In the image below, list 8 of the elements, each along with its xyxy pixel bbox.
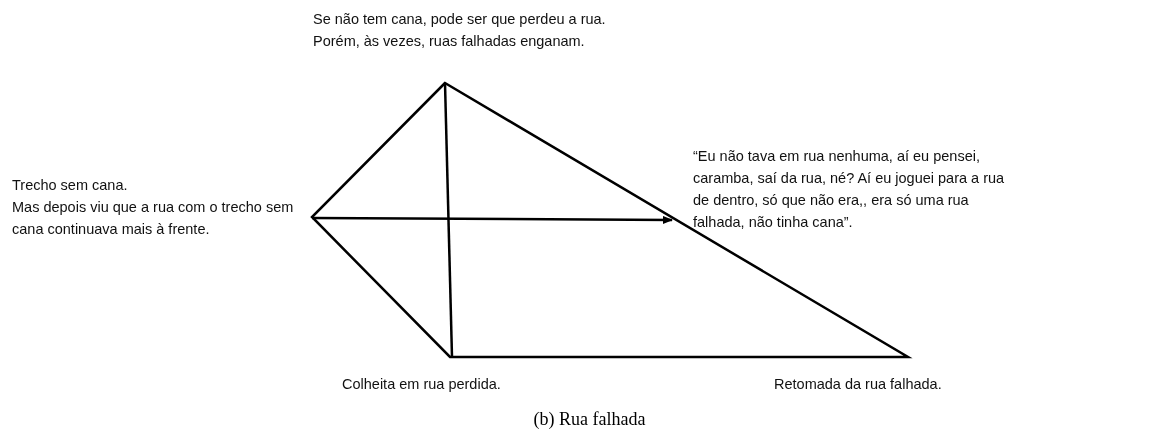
vertex-label: Colheita em rua perdida.: [342, 375, 502, 394]
annotation-text: Mas depois viu que a rua com o trecho sem cana continuava mais à frente.: [12, 198, 295, 239]
annotation-text: Porém, às vezes, ruas falhadas enganam.: [313, 32, 586, 51]
figure-caption: (b) Rua falhada: [533, 408, 646, 431]
annotation-text: Trecho sem cana.: [12, 176, 129, 195]
annotation-text: Se não tem cana, pode ser que perdeu a rua.: [313, 10, 607, 29]
quote-text: “Eu não tava em rua nenhuma, aí eu pensei, caramba, saí da rua, né? Aí eu joguei para a rua de dentro, só que não era,, era só uma rua falhada, não tinha cana”.: [693, 147, 1006, 232]
vertex-label: Retomada da rua falhada.: [774, 375, 943, 394]
